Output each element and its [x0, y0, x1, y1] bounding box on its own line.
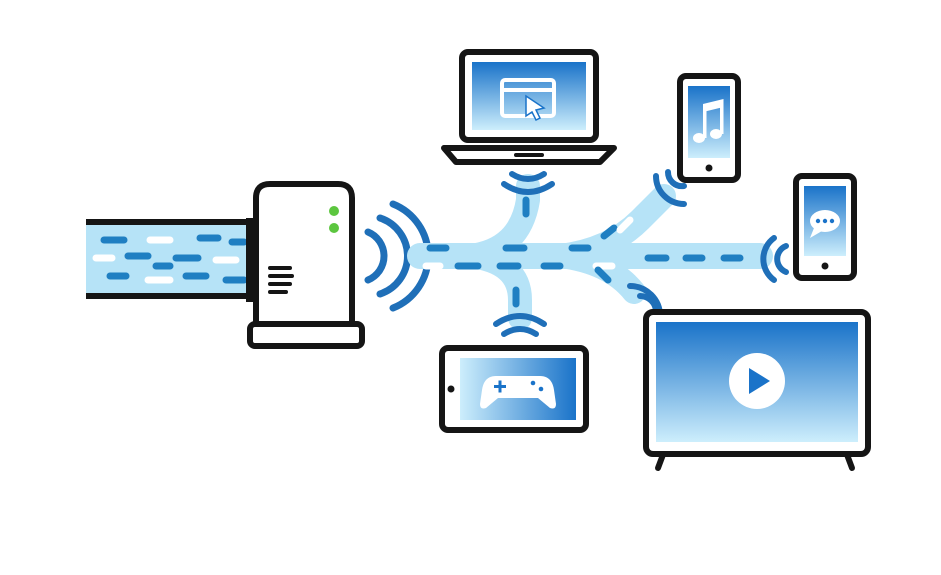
router-port	[246, 218, 256, 302]
router-icon	[246, 181, 365, 349]
stream-packets	[92, 234, 248, 284]
incoming-data-stream	[86, 219, 252, 299]
router-base	[247, 321, 365, 349]
phone-chat-home-button	[821, 262, 829, 270]
network-packets	[422, 196, 744, 308]
network-paths	[407, 174, 773, 330]
router-vent	[268, 266, 294, 294]
tablet-game	[439, 345, 589, 433]
router-body	[253, 181, 355, 333]
chat-bubble-icon	[810, 210, 840, 238]
tv-video	[643, 309, 871, 471]
cursor-window-icon	[500, 78, 556, 122]
gamepad-icon	[480, 376, 556, 409]
device-wifi-waves	[493, 169, 789, 337]
music-note-icon	[693, 99, 724, 143]
laptop	[441, 49, 617, 165]
phone-music-home-button	[705, 164, 713, 172]
phone-music	[677, 73, 741, 183]
play-button-icon	[729, 353, 785, 409]
router-led-1	[329, 206, 339, 216]
router-led-2	[329, 223, 339, 233]
phone-music-screen	[688, 86, 730, 158]
laptop-screen	[472, 62, 586, 130]
tablet-home-button	[447, 385, 455, 393]
phone-chat	[793, 173, 857, 281]
